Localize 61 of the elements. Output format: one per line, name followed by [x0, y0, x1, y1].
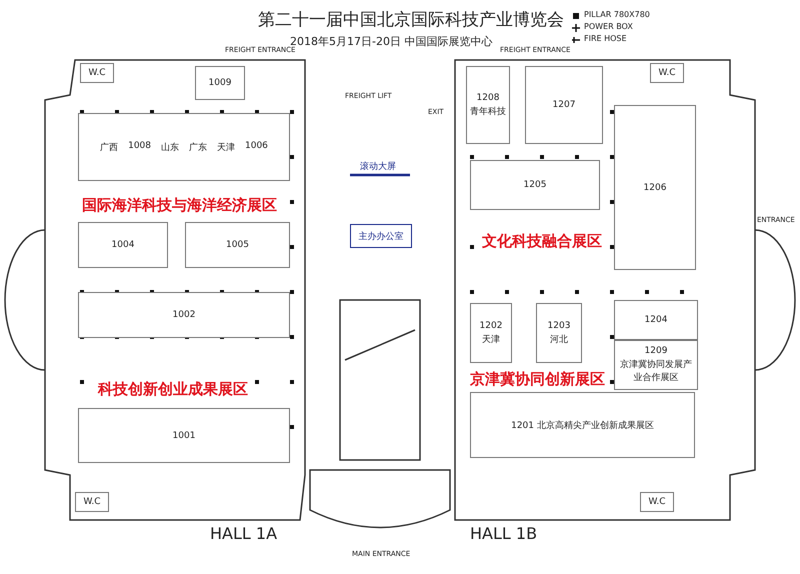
legend-text: PILLAR 780X780	[584, 10, 650, 19]
booth-label: 1004	[112, 240, 134, 250]
booth-label: W.C	[648, 497, 666, 507]
restroom	[80, 63, 114, 83]
booth-label: W.C	[83, 497, 100, 507]
booth-area	[614, 105, 696, 270]
zone-name: 京津冀协同创新展区	[468, 370, 607, 389]
booth-label: 天津	[217, 142, 235, 154]
zone-name: 科技创新创业成果展区	[96, 380, 250, 399]
booth-label: 1208	[476, 92, 500, 102]
booth-area	[470, 160, 600, 210]
screen-label: 滚动大屏	[360, 160, 396, 173]
booth-label: 1009	[208, 78, 232, 88]
booth-area	[470, 392, 695, 458]
booth-label: 1202	[480, 320, 502, 330]
booth-label: 主办办公室	[358, 230, 404, 242]
booth-label: 京津冀协同发展产业合作展区	[619, 358, 693, 384]
booth-label: 1207	[552, 100, 576, 110]
booth-area	[466, 66, 510, 144]
zone-name: 文化科技融合展区	[480, 232, 604, 251]
booth-label: 天津	[482, 334, 500, 346]
title: 第二十一届中国北京国际科技产业博览会	[258, 9, 564, 31]
zone-name: 国际海洋科技与海洋经济展区	[80, 196, 279, 215]
booth-label: 1209	[644, 346, 668, 356]
booth-label: 1205	[524, 180, 546, 190]
booth-area	[614, 300, 698, 340]
booth-label: 河北	[550, 334, 568, 346]
booth-area	[525, 66, 603, 144]
booth-label: 1008	[128, 140, 151, 152]
legend-text: FIRE HOSE	[584, 34, 627, 43]
restroom	[75, 492, 109, 512]
booth-label: W.C	[88, 68, 106, 78]
booth-area	[185, 222, 290, 268]
booth-area	[78, 408, 290, 463]
booth-area	[78, 222, 168, 268]
booth-label: 广东	[189, 142, 207, 154]
booth-label: 1203	[548, 320, 570, 330]
booth-area	[78, 292, 290, 338]
booth-area	[470, 303, 512, 363]
booth-area	[536, 303, 582, 363]
legend-text: POWER BOX	[584, 22, 633, 31]
hall-name: HALL 1A	[210, 524, 278, 543]
booth-label: 1002	[172, 310, 196, 320]
booth-label: 1001	[172, 430, 196, 440]
office-room	[350, 224, 412, 248]
booth-label: 1201 北京高精尖产业创新成果展区	[511, 420, 654, 432]
booth-label: 1204	[644, 315, 668, 325]
booth-area	[195, 66, 245, 100]
booth-label: W.C	[658, 68, 676, 78]
restroom	[640, 492, 674, 512]
booth-label: 广西	[100, 142, 118, 154]
booth-label: 青年科技	[470, 106, 506, 118]
booth-area	[78, 113, 290, 181]
booth-label: 山东	[161, 142, 179, 154]
subtitle: 2018年5月17日-20日 中国国际展览中心	[290, 34, 492, 48]
restroom	[650, 63, 684, 83]
booth-label: 1006	[245, 140, 268, 152]
hall-name: HALL 1B	[470, 524, 538, 543]
booth-area	[614, 340, 698, 390]
booth-label: 1206	[644, 182, 666, 192]
booth-label: 1005	[226, 240, 249, 250]
